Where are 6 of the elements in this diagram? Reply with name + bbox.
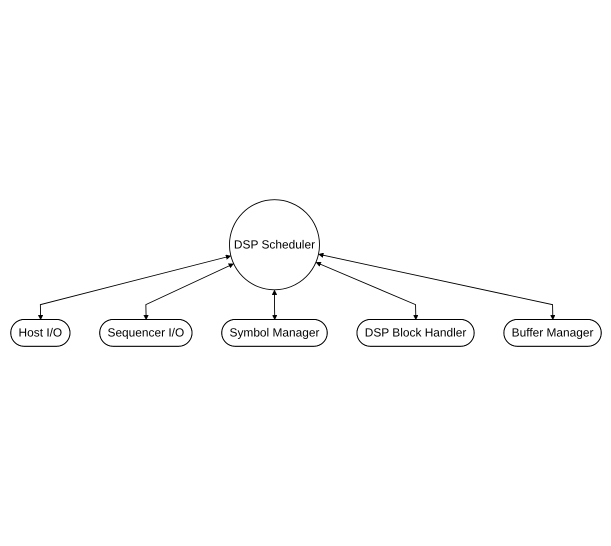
arrow <box>315 262 418 320</box>
node-circle: DSP Scheduler <box>228 199 320 290</box>
arrow <box>271 290 277 320</box>
arrow <box>142 263 234 320</box>
arrow <box>318 252 555 320</box>
arrow <box>37 254 230 320</box>
